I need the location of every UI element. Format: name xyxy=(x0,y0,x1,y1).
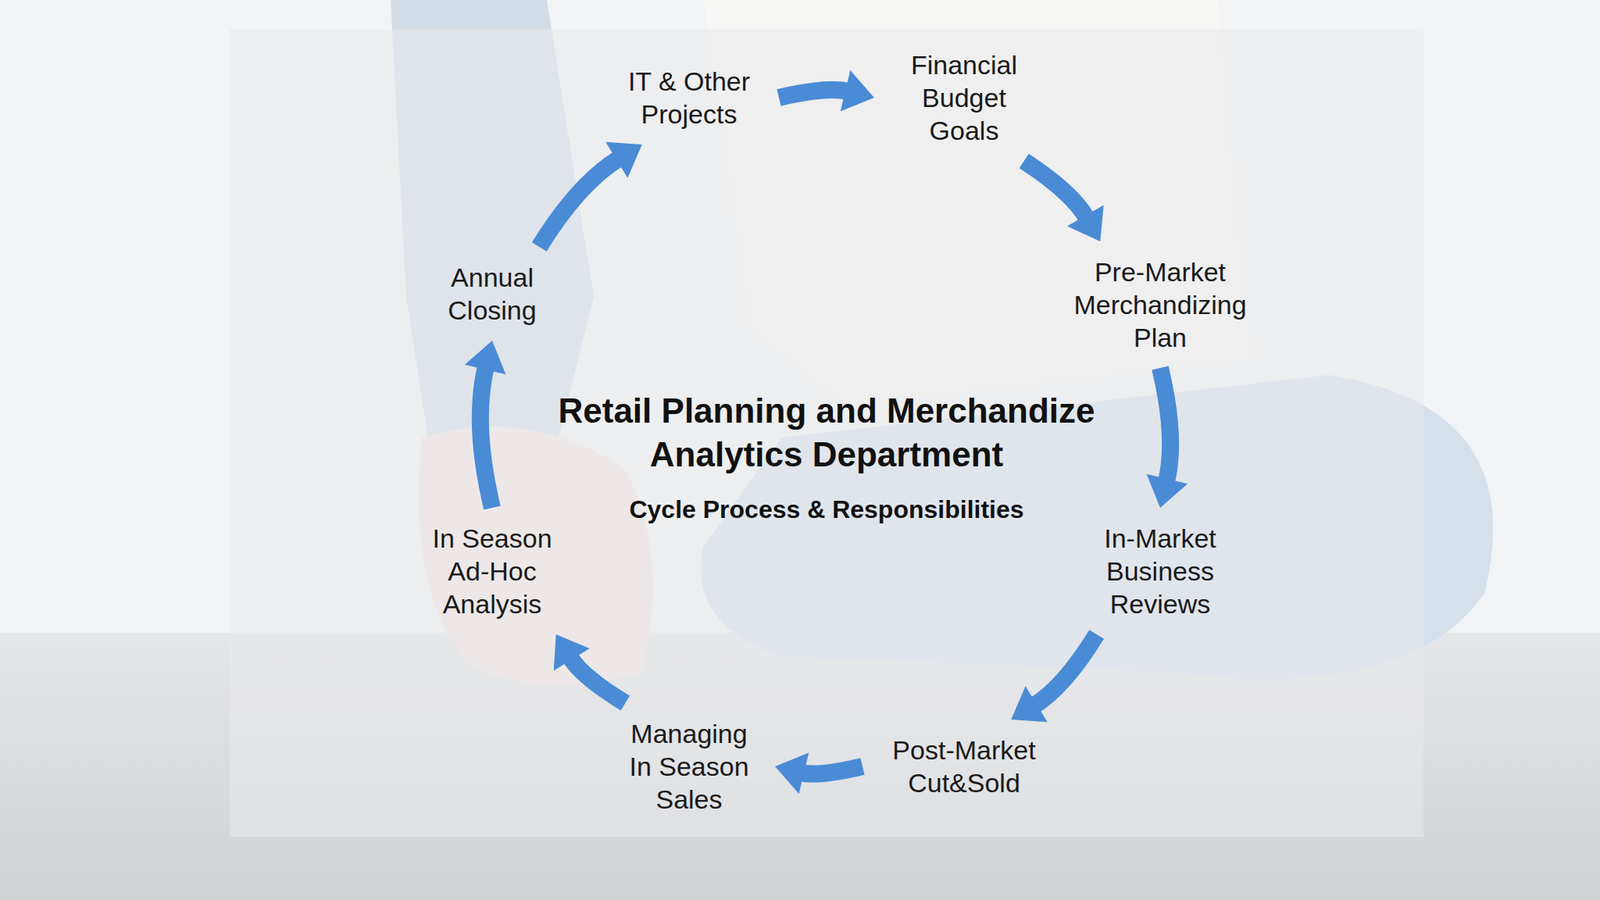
arrow-head xyxy=(1010,685,1048,722)
step-label: Pre-Market Merchandizing Plan xyxy=(1070,255,1250,354)
arrow-head xyxy=(1067,205,1104,242)
panel xyxy=(229,28,1424,837)
arrow-shaft xyxy=(1024,160,1088,219)
step-label: Managing In Season Sales xyxy=(618,717,760,816)
cycle-arrow xyxy=(539,142,643,247)
subtitle: Cycle Process & Responsibilities xyxy=(506,493,1147,525)
cycle-step: In-Market Business Reviews xyxy=(1069,518,1251,624)
cycle-arrow xyxy=(775,753,863,795)
cycle-arrow xyxy=(1010,634,1097,722)
center-title: Retail Planning and Merchandize Analytic… xyxy=(506,389,1147,525)
cycle-arrow xyxy=(553,634,626,704)
arrow-shaft xyxy=(570,657,626,704)
step-label: In-Market Business Reviews xyxy=(1074,521,1247,621)
cycle-step: Pre-Market Merchandizing Plan xyxy=(1065,252,1255,358)
cycle-arrow xyxy=(1146,367,1189,508)
step-label: Annual Closing xyxy=(429,260,555,327)
step-label: In Season Ad-Hoc Analysis xyxy=(417,521,567,621)
arrow-head xyxy=(553,634,590,672)
cycle-step: IT & Other Projects xyxy=(610,61,768,134)
cycle-step: In Season Ad-Hoc Analysis xyxy=(413,518,572,624)
arrow-head xyxy=(605,142,643,179)
arrow-head xyxy=(840,70,875,112)
cycle-step: Annual Closing xyxy=(425,257,560,330)
cycle-step: Financial Budget Goals xyxy=(885,45,1043,150)
step-label: IT & Other Projects xyxy=(614,64,764,131)
cycle-step: Post-Market Cut&Sold xyxy=(873,730,1055,803)
cycle-step: Managing In Season Sales xyxy=(614,714,765,819)
title: Retail Planning and Merchandize Analytic… xyxy=(506,389,1147,477)
arrow-shaft xyxy=(1033,634,1097,706)
step-label: Post-Market Cut&Sold xyxy=(878,733,1050,800)
arrow-head xyxy=(1146,474,1189,508)
step-label: Financial Budget Goals xyxy=(889,48,1039,147)
arrow-shaft xyxy=(800,766,863,775)
arrow-shaft xyxy=(1160,367,1171,483)
arrow-shaft xyxy=(480,366,493,508)
arrow-shaft xyxy=(539,158,619,247)
cycle-arrow xyxy=(464,340,507,508)
arrow-shaft xyxy=(778,89,849,98)
arrow-head xyxy=(464,340,507,375)
cycle-arrow xyxy=(1024,160,1104,242)
arrow-head xyxy=(775,753,809,795)
cycle-arrow xyxy=(778,70,875,112)
